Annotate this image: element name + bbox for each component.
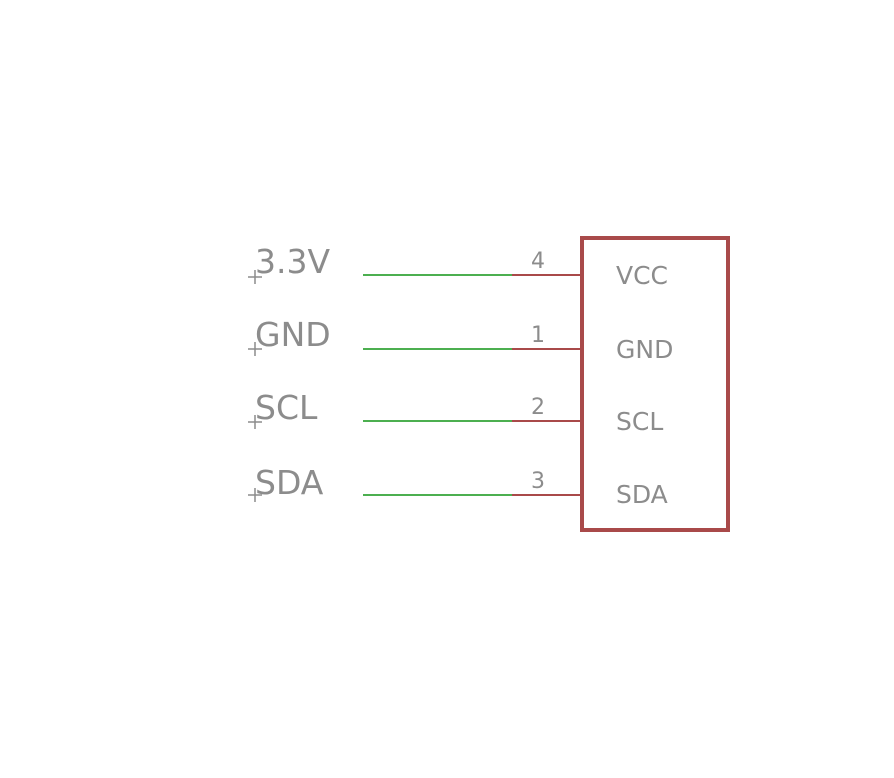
net-row-sda: SDA 3 SDA (248, 463, 668, 509)
pin-name-scl: SCL (616, 407, 663, 436)
net-row-gnd: GND 1 GND (248, 315, 673, 364)
pin-name-gnd: GND (616, 335, 673, 364)
origin-cross-icon (248, 342, 262, 356)
origin-cross-icon (248, 488, 262, 502)
origin-cross-icon (248, 415, 262, 429)
origin-cross-icon (248, 270, 262, 284)
pin-name-vcc: VCC (616, 261, 668, 290)
pin-number-4: 4 (531, 249, 545, 274)
pin-name-sda: SDA (616, 480, 668, 509)
pin-number-2: 2 (531, 395, 545, 420)
connector-body (580, 236, 730, 532)
pin-number-1: 1 (531, 323, 545, 348)
net-label-scl: SCL (255, 388, 318, 427)
net-label-sda: SDA (255, 463, 324, 502)
net-row-scl: SCL 2 SCL (248, 388, 663, 436)
net-label-gnd: GND (255, 315, 331, 354)
pin-number-3: 3 (531, 469, 545, 494)
net-label-3v3: 3.3V (255, 242, 330, 281)
net-row-3v3: 3.3V 4 VCC (248, 242, 668, 290)
